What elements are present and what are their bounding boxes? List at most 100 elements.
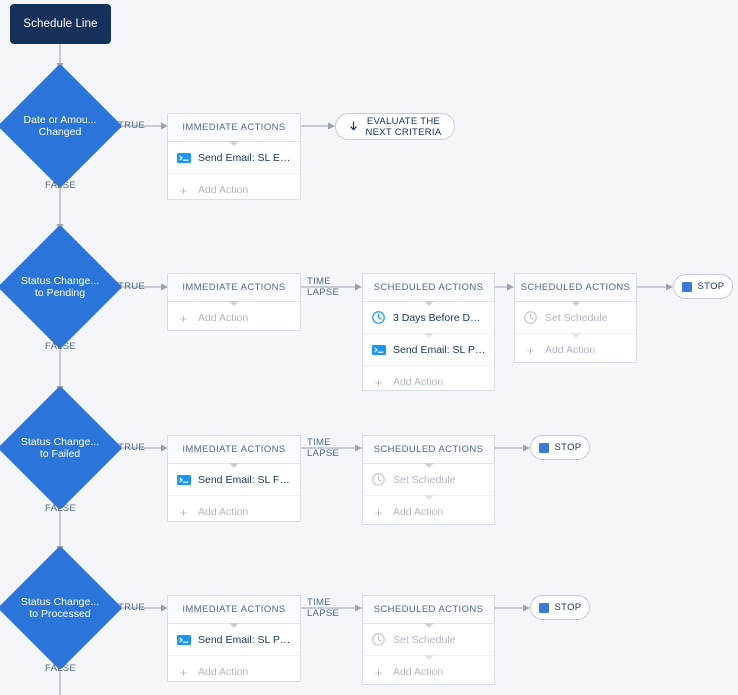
- chevron-down-icon: [570, 301, 581, 306]
- criteria-4-scheduled-header-1-label: SCHEDULED ACTIONS: [373, 604, 484, 615]
- criteria-2-scheduled-header-2-label: SCHEDULED ACTIONS: [520, 282, 631, 293]
- criteria-4-node[interactable]: Status Change... to Processed: [0, 545, 123, 671]
- criteria-4-immediate-header: IMMEDIATE ACTIONS: [168, 596, 300, 628]
- set-schedule-row[interactable]: Set Schedule: [363, 464, 494, 500]
- stop-icon: [538, 602, 549, 613]
- chevron-down-icon: [570, 333, 581, 338]
- criteria-2-node[interactable]: Status Change... to Pending: [0, 224, 123, 350]
- criteria-3-time-lapse-label: TIME LAPSE: [307, 437, 340, 459]
- plus-icon: +: [526, 342, 535, 358]
- plus-icon: +: [179, 504, 188, 520]
- clock-icon: [371, 310, 386, 325]
- evaluate-next-criteria-label: EVALUATE THE NEXT CRITERIA: [365, 115, 442, 138]
- criteria-2-label: Status Change... to Pending: [20, 275, 100, 299]
- chevron-down-icon: [423, 463, 434, 468]
- action-row-label: Send Email: SL Edit...: [198, 151, 292, 164]
- chevron-down-icon: [229, 623, 239, 628]
- schedule-row-label: 3 Days Before Date...: [393, 311, 486, 324]
- add-action-label: Add Action: [393, 666, 444, 678]
- start-node-label: Schedule Line: [23, 18, 98, 30]
- criteria-4-stop-label: STOP: [554, 602, 582, 613]
- criteria-4-immediate-header-label: IMMEDIATE ACTIONS: [182, 604, 286, 615]
- email-script-icon: [176, 472, 191, 487]
- criteria-3-immediate-header: IMMEDIATE ACTIONS: [168, 436, 300, 468]
- chevron-down-icon: [423, 655, 434, 660]
- clock-icon: [371, 472, 386, 487]
- clock-icon: [371, 632, 386, 647]
- criteria-2-time-lapse-label: TIME LAPSE: [307, 276, 340, 298]
- set-schedule-label: Set Schedule: [393, 473, 456, 486]
- criteria-4-scheduled-panel-1: SCHEDULED ACTIONS Set Schedule + Add Act…: [362, 595, 495, 685]
- criteria-4-label: Status Change... to Processed: [20, 596, 100, 620]
- criteria-4-time-lapse-label: TIME LAPSE: [307, 597, 340, 619]
- criteria-4-false-label: FALSE: [45, 663, 77, 674]
- criteria-1-immediate-header-label: IMMEDIATE ACTIONS: [182, 122, 286, 133]
- add-action-label: Add Action: [198, 666, 249, 678]
- email-script-icon: [371, 342, 386, 357]
- criteria-2-true-label: TRUE: [118, 281, 146, 292]
- add-action-row[interactable]: + Add Action: [168, 496, 300, 528]
- start-node[interactable]: Schedule Line: [10, 4, 111, 44]
- criteria-4-scheduled-header-1: SCHEDULED ACTIONS: [363, 596, 494, 628]
- criteria-2-scheduled-header-2: SCHEDULED ACTIONS: [515, 274, 636, 306]
- action-row[interactable]: Send Email: SL Edit...: [168, 142, 300, 174]
- chevron-down-icon: [423, 301, 434, 306]
- add-action-row[interactable]: + Add Action: [168, 302, 300, 334]
- plus-icon: +: [374, 504, 383, 520]
- chevron-down-icon: [423, 495, 434, 500]
- criteria-1-node[interactable]: Date or Amou... Changed: [0, 63, 123, 189]
- criteria-2-scheduled-panel-2: SCHEDULED ACTIONS Set Schedule + Add Act…: [514, 273, 637, 363]
- add-action-row[interactable]: + Add Action: [168, 174, 300, 206]
- stop-icon: [538, 442, 549, 453]
- clock-icon: [523, 310, 538, 325]
- criteria-2-stop-label: STOP: [697, 281, 725, 292]
- add-action-row[interactable]: + Add Action: [168, 656, 300, 688]
- add-action-label: Add Action: [198, 312, 249, 324]
- add-action-row[interactable]: + Add Action: [363, 366, 494, 398]
- add-action-label: Add Action: [545, 344, 596, 356]
- criteria-4-stop-pill[interactable]: STOP: [530, 595, 590, 620]
- action-row-label: Send Email: SL Proc...: [393, 343, 486, 356]
- chevron-down-icon: [229, 463, 239, 468]
- add-action-label: Add Action: [198, 506, 249, 518]
- down-arrow-icon: [348, 121, 359, 132]
- criteria-4-immediate-panel: IMMEDIATE ACTIONS Send Email: SL Proc...…: [167, 595, 301, 682]
- set-schedule-row[interactable]: Set Schedule: [363, 624, 494, 660]
- criteria-3-scheduled-panel-1: SCHEDULED ACTIONS Set Schedule + Add Act…: [362, 435, 495, 525]
- criteria-3-node[interactable]: Status Change... to Failed: [0, 385, 123, 511]
- add-action-row[interactable]: + Add Action: [363, 496, 494, 528]
- criteria-3-scheduled-header-1-label: SCHEDULED ACTIONS: [373, 444, 484, 455]
- stop-icon: [681, 281, 692, 292]
- action-row-label: Send Email: SL Failed: [198, 473, 292, 486]
- criteria-2-immediate-panel: IMMEDIATE ACTIONS + Add Action: [167, 273, 301, 331]
- plus-icon: +: [374, 664, 383, 680]
- set-schedule-row[interactable]: Set Schedule: [515, 302, 636, 338]
- criteria-2-immediate-header: IMMEDIATE ACTIONS: [168, 274, 300, 306]
- action-row[interactable]: Send Email: SL Failed: [168, 464, 300, 496]
- add-action-label: Add Action: [393, 376, 444, 388]
- criteria-1-immediate-header: IMMEDIATE ACTIONS: [168, 114, 300, 146]
- chevron-down-icon: [229, 141, 239, 146]
- plus-icon: +: [179, 310, 188, 326]
- criteria-2-scheduled-panel-1: SCHEDULED ACTIONS 3 Days Before Date... …: [362, 273, 495, 391]
- action-row[interactable]: Send Email: SL Proc...: [363, 334, 494, 366]
- criteria-4-true-label: TRUE: [118, 602, 146, 613]
- criteria-1-immediate-panel: IMMEDIATE ACTIONS Send Email: SL Edit...…: [167, 113, 301, 200]
- criteria-2-stop-pill[interactable]: STOP: [673, 274, 733, 299]
- add-action-row[interactable]: + Add Action: [515, 334, 636, 366]
- set-schedule-label: Set Schedule: [393, 633, 456, 646]
- evaluate-next-criteria-pill[interactable]: EVALUATE THE NEXT CRITERIA: [335, 113, 455, 140]
- plus-icon: +: [179, 664, 188, 680]
- criteria-1-label: Date or Amou... Changed: [23, 114, 97, 138]
- criteria-3-stop-pill[interactable]: STOP: [530, 435, 590, 460]
- action-row[interactable]: Send Email: SL Proc...: [168, 624, 300, 656]
- schedule-row[interactable]: 3 Days Before Date...: [363, 302, 494, 338]
- criteria-2-immediate-header-label: IMMEDIATE ACTIONS: [182, 282, 286, 293]
- email-script-icon: [176, 632, 191, 647]
- add-action-row[interactable]: + Add Action: [363, 656, 494, 688]
- criteria-2-false-label: FALSE: [45, 341, 77, 352]
- set-schedule-label: Set Schedule: [545, 311, 608, 324]
- chevron-down-icon: [423, 333, 434, 338]
- chevron-down-icon: [229, 301, 239, 306]
